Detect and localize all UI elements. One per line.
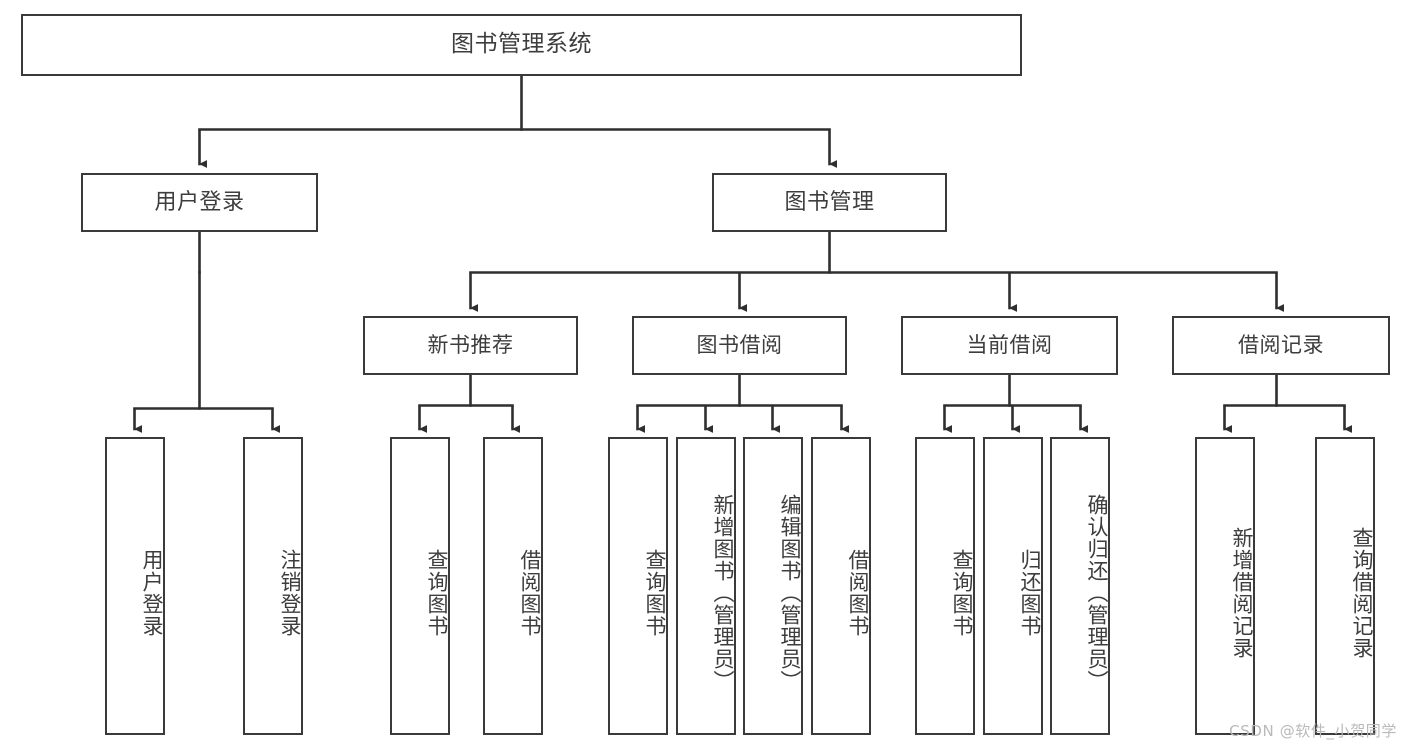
leaf-label: 新增借阅记录 bbox=[1230, 527, 1254, 659]
leaf-book-borrow-query[interactable]: 查询图书 bbox=[608, 437, 668, 735]
leaf-book-borrow-add[interactable]: 新增图书（管理员） bbox=[676, 437, 736, 735]
leaf-label: 查询图书 bbox=[425, 549, 449, 637]
leaf-label: 注销登录 bbox=[278, 549, 302, 637]
node-root-system[interactable]: 图书管理系统 bbox=[21, 14, 1022, 76]
leaf-label: 借阅图书 bbox=[518, 549, 542, 637]
leaf-new-book-borrow[interactable]: 借阅图书 bbox=[483, 437, 543, 735]
leaf-label: 用户登录 bbox=[140, 549, 164, 637]
leaf-current-borrow-return[interactable]: 归还图书 bbox=[983, 437, 1043, 735]
leaf-label: 查询图书 bbox=[643, 549, 667, 637]
leaf-borrow-record-add[interactable]: 新增借阅记录 bbox=[1195, 437, 1255, 735]
node-new-book-recommend[interactable]: 新书推荐 bbox=[363, 316, 578, 375]
leaf-label: 查询借阅记录 bbox=[1350, 527, 1374, 659]
leaf-label: 确认归还（管理员） bbox=[1085, 494, 1109, 692]
leaf-label: 借阅图书 bbox=[846, 549, 870, 637]
leaf-label: 编辑图书（管理员） bbox=[778, 494, 802, 692]
leaf-user-login-signin[interactable]: 用户登录 bbox=[105, 437, 165, 735]
leaf-book-borrow-borrow[interactable]: 借阅图书 bbox=[811, 437, 871, 735]
node-current-borrow[interactable]: 当前借阅 bbox=[901, 316, 1118, 375]
node-borrow-records[interactable]: 借阅记录 bbox=[1172, 316, 1390, 375]
csdn-watermark: CSDN @软件_小贺同学 bbox=[1229, 722, 1397, 740]
leaf-book-borrow-edit[interactable]: 编辑图书（管理员） bbox=[743, 437, 803, 735]
leaf-borrow-record-query[interactable]: 查询借阅记录 bbox=[1315, 437, 1375, 735]
leaf-current-borrow-confirm-return[interactable]: 确认归还（管理员） bbox=[1050, 437, 1110, 735]
leaf-label: 新增图书（管理员） bbox=[711, 494, 735, 692]
node-book-management[interactable]: 图书管理 bbox=[712, 173, 947, 232]
leaf-label: 查询图书 bbox=[950, 549, 974, 637]
leaf-user-login-signout[interactable]: 注销登录 bbox=[243, 437, 303, 735]
leaf-new-book-query[interactable]: 查询图书 bbox=[390, 437, 450, 735]
leaf-current-borrow-query[interactable]: 查询图书 bbox=[915, 437, 975, 735]
leaf-label: 归还图书 bbox=[1018, 549, 1042, 637]
node-user-login[interactable]: 用户登录 bbox=[81, 173, 318, 232]
node-book-borrow[interactable]: 图书借阅 bbox=[632, 316, 847, 375]
